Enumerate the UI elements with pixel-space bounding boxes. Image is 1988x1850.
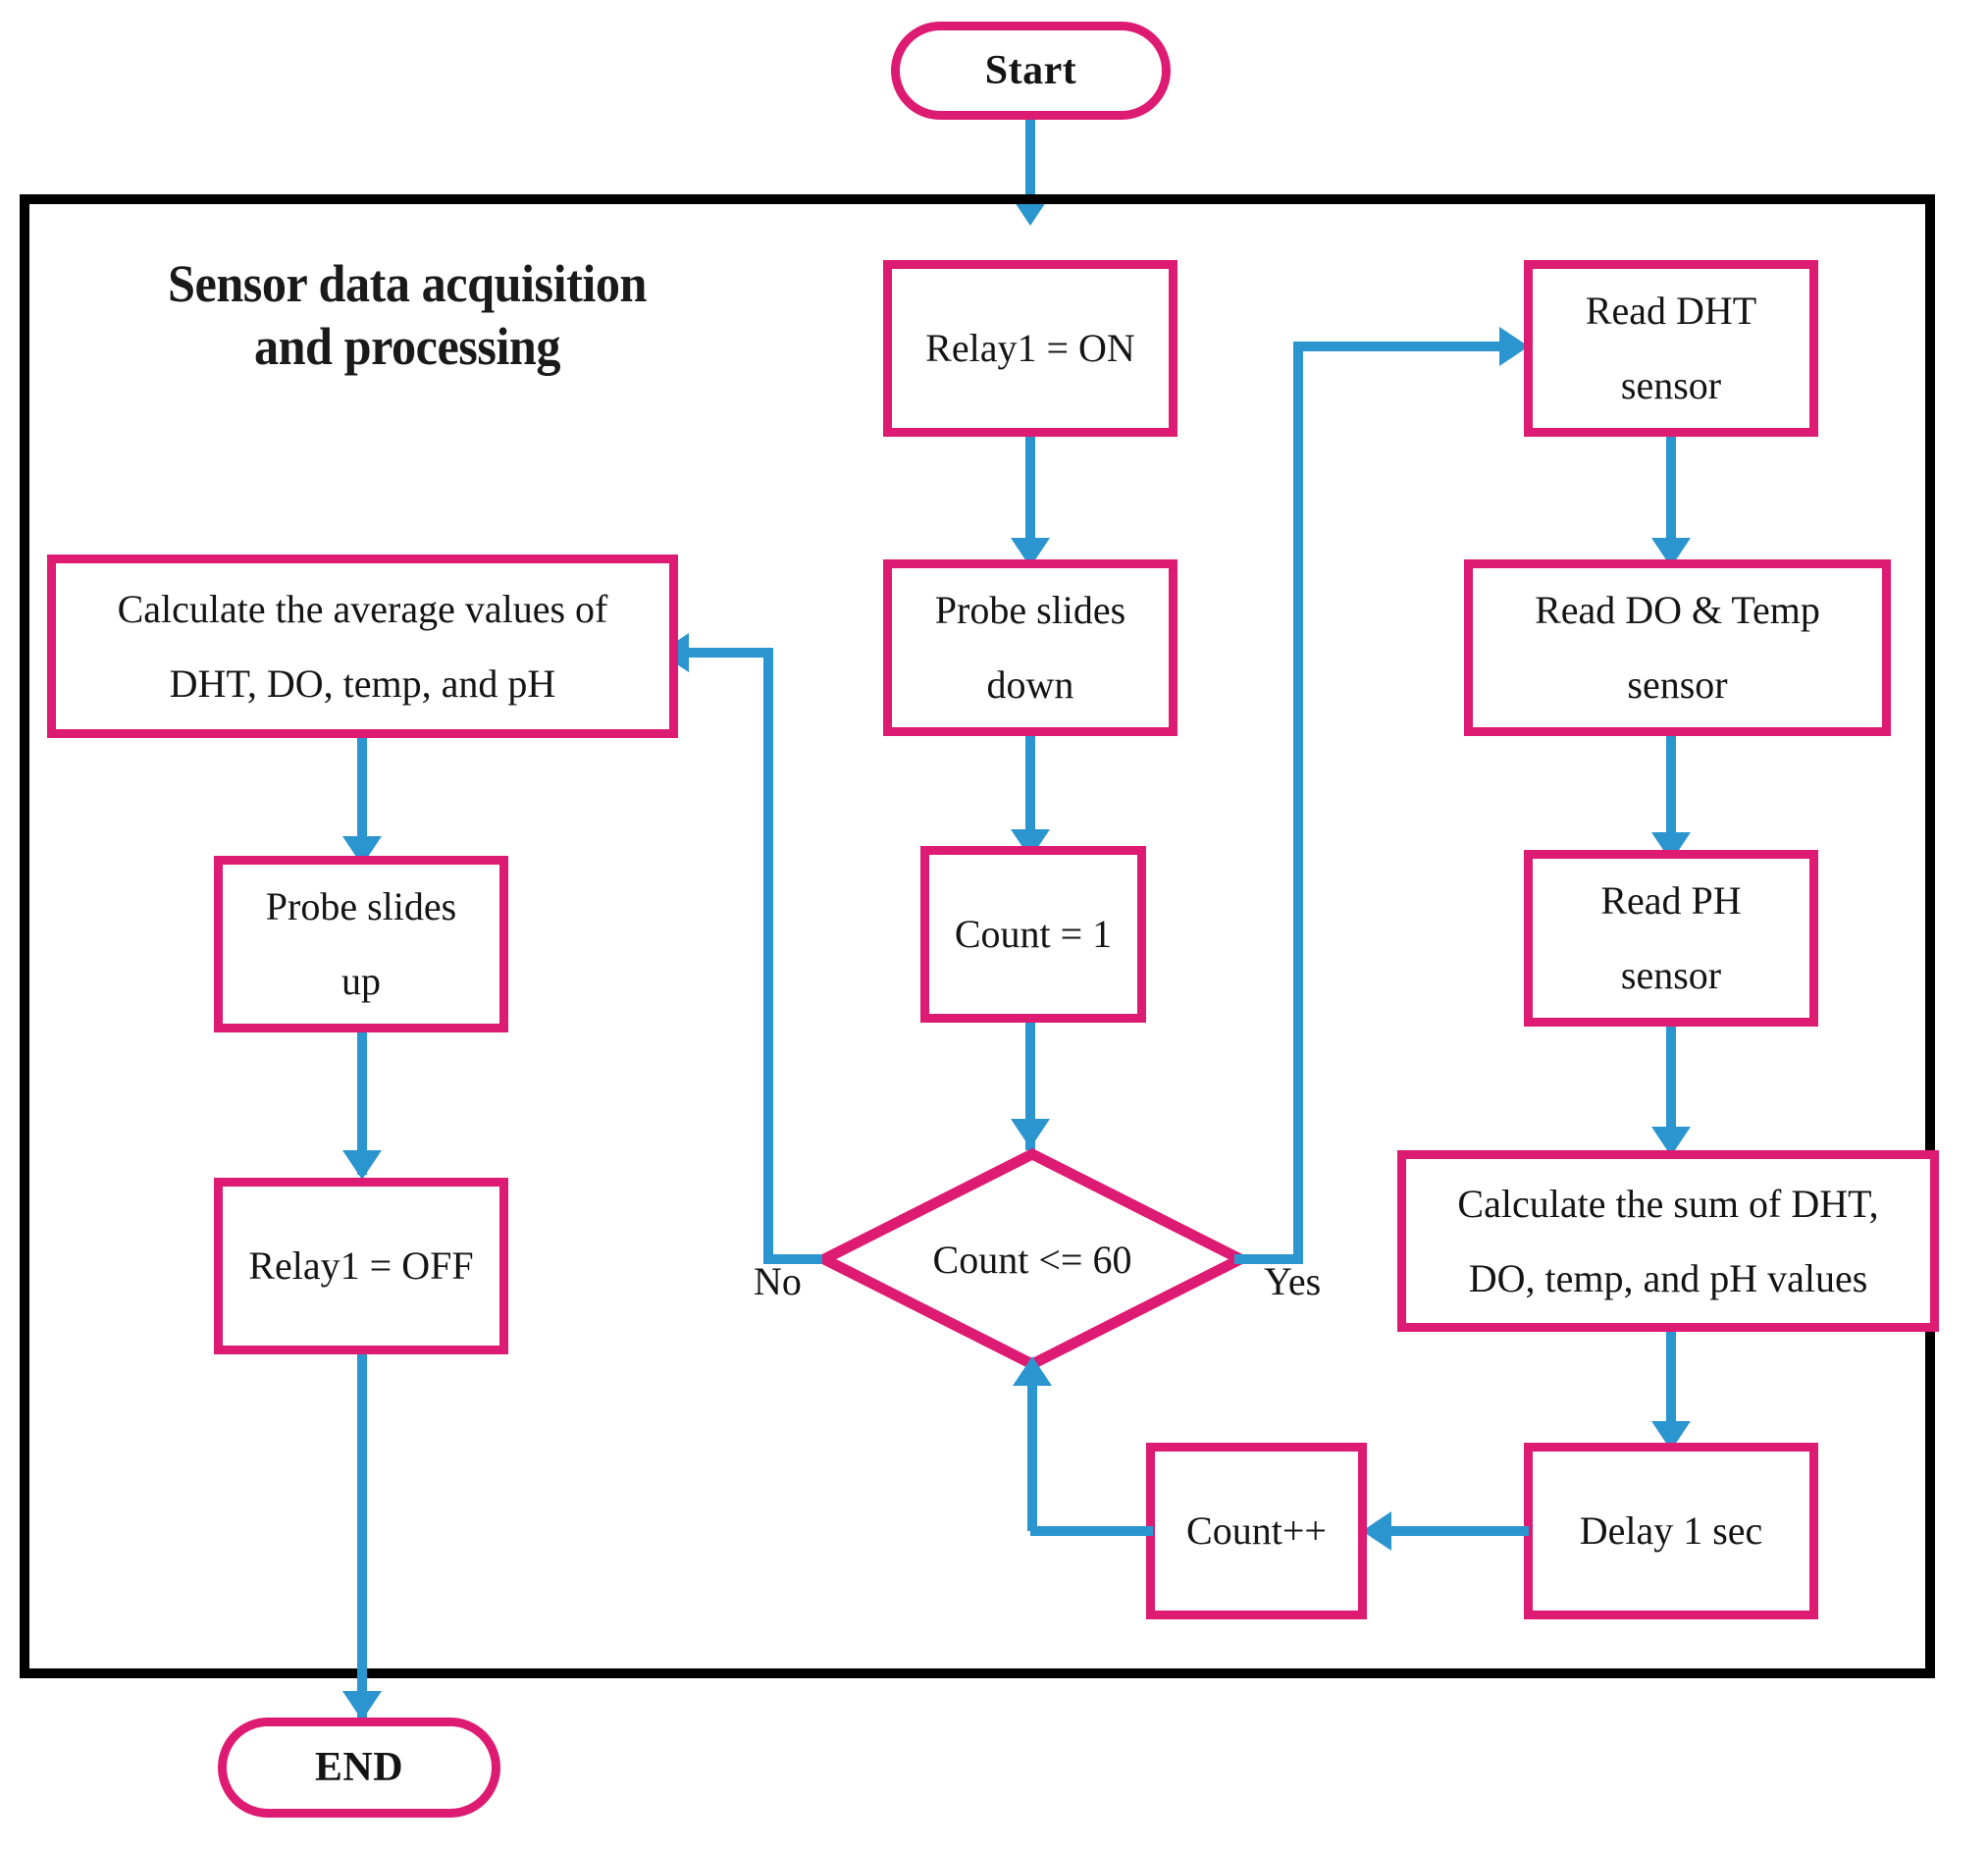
connector-delay-to-countpp xyxy=(1391,1526,1529,1536)
connector-calcavg-to-probeup xyxy=(357,738,367,861)
connector-no-to-calcavg xyxy=(687,648,773,658)
page-title: Sensor data acquisition and processing xyxy=(168,254,647,376)
node-probe-slides-down-label: Probe slides down xyxy=(934,588,1126,707)
node-read-do-temp-label: Read DO & Temp sensor xyxy=(1535,588,1820,707)
connector-countpp-to-decision-v xyxy=(1027,1384,1037,1531)
connector-probedown-to-count xyxy=(1025,736,1035,854)
connector-yes-to-readdht xyxy=(1293,342,1519,351)
connector-yes-vertical xyxy=(1293,342,1303,1264)
connector-calcsum-to-delay xyxy=(1666,1332,1676,1445)
end-terminal: END xyxy=(218,1718,500,1818)
end-label: END xyxy=(314,1745,404,1790)
node-read-do-temp: Read DO & Temp sensor xyxy=(1464,559,1891,736)
arrowhead-relayoff-to-end xyxy=(342,1691,382,1720)
node-calculate-sum: Calculate the sum of DHT, DO, temp, and … xyxy=(1397,1150,1939,1332)
arrowhead-countpp-to-decision xyxy=(1013,1356,1052,1386)
branch-label-no: No xyxy=(754,1259,802,1303)
connector-relay1-to-probedown xyxy=(1025,437,1035,559)
connector-probeup-to-relayoff xyxy=(357,1032,367,1175)
node-calculate-average-label: Calculate the average values of DHT, DO,… xyxy=(117,586,608,706)
connector-count-to-decision xyxy=(1025,1023,1035,1150)
start-label: Start xyxy=(984,48,1077,93)
connector-readph-to-calcsum xyxy=(1666,1027,1676,1149)
node-count-init: Count = 1 xyxy=(920,846,1146,1023)
connector-readdotemp-to-readph xyxy=(1666,736,1676,856)
node-count-increment: Count++ xyxy=(1146,1443,1367,1619)
arrowhead-count-to-decision xyxy=(1011,1119,1050,1148)
branch-label-yes: Yes xyxy=(1264,1259,1322,1303)
connector-start-to-relay1 xyxy=(1025,120,1035,213)
connector-yes-horizontal xyxy=(1234,1254,1303,1264)
node-count-increment-label: Count++ xyxy=(1186,1508,1327,1553)
node-read-dht: Read DHT sensor xyxy=(1524,260,1818,437)
connector-readdht-to-readdotemp xyxy=(1666,437,1676,559)
node-relay1-on: Relay1 = ON xyxy=(883,260,1177,437)
connector-relayoff-to-end xyxy=(357,1354,367,1722)
node-read-ph: Read PH sensor xyxy=(1524,850,1818,1027)
node-probe-slides-up-label: Probe slides up xyxy=(265,884,457,1003)
start-terminal: Start xyxy=(891,22,1171,120)
node-delay-label: Delay 1 sec xyxy=(1579,1508,1763,1553)
connector-no-vertical xyxy=(763,648,773,1261)
arrowhead-delay-to-countpp xyxy=(1362,1511,1391,1551)
connector-countpp-to-decision-h xyxy=(1030,1526,1153,1536)
node-relay1-on-label: Relay1 = ON xyxy=(925,326,1135,370)
node-read-dht-label: Read DHT sensor xyxy=(1585,289,1757,407)
node-read-ph-label: Read PH sensor xyxy=(1600,878,1742,997)
node-relay1-off: Relay1 = OFF xyxy=(214,1178,508,1354)
decision-count-le-60: Count <= 60 xyxy=(811,1146,1253,1372)
node-calculate-average: Calculate the average values of DHT, DO,… xyxy=(47,555,678,738)
arrowhead-probeup-to-relayoff xyxy=(342,1150,382,1180)
process-group-frame xyxy=(20,194,1935,1678)
node-count-init-label: Count = 1 xyxy=(954,912,1113,956)
node-probe-slides-down: Probe slides down xyxy=(883,559,1177,736)
node-calculate-sum-label: Calculate the sum of DHT, DO, temp, and … xyxy=(1457,1181,1879,1300)
node-relay1-off-label: Relay1 = OFF xyxy=(248,1243,474,1288)
node-delay: Delay 1 sec xyxy=(1524,1443,1818,1619)
connector-no-horizontal xyxy=(763,1254,822,1264)
node-probe-slides-up: Probe slides up xyxy=(214,856,508,1032)
